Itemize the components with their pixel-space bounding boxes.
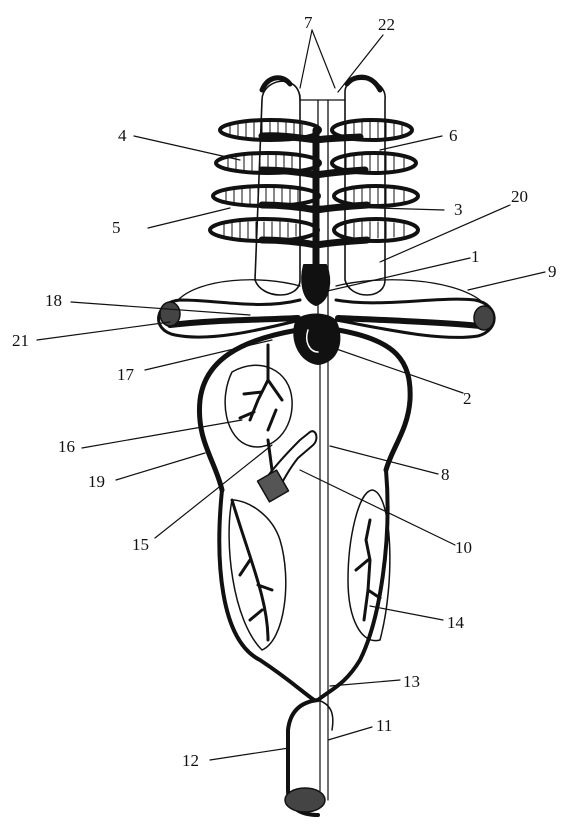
label-2: 2 xyxy=(463,389,472,408)
label-10: 10 xyxy=(455,538,472,557)
label-16: 16 xyxy=(58,437,75,456)
label-1: 1 xyxy=(471,247,480,266)
label-14: 14 xyxy=(447,613,465,632)
label-4: 4 xyxy=(118,126,127,145)
label-6: 6 xyxy=(449,126,458,145)
label-15: 15 xyxy=(132,535,149,554)
label-7: 7 xyxy=(304,13,313,32)
right-gill-tip xyxy=(347,77,380,90)
label-22: 22 xyxy=(378,15,395,34)
label-18: 18 xyxy=(45,291,62,310)
left-lateral-thin-loop xyxy=(178,280,300,300)
intestine-segment xyxy=(257,470,288,502)
label-8: 8 xyxy=(441,465,450,484)
label-19: 19 xyxy=(88,472,105,491)
number-labels: 7 22 4 6 3 20 5 1 9 18 21 17 2 16 8 19 1… xyxy=(12,13,557,770)
label-21: 21 xyxy=(12,331,29,350)
bulbus-arteriosus xyxy=(302,265,329,305)
label-3: 3 xyxy=(454,200,463,219)
tail-node xyxy=(285,788,325,812)
liver-vessels xyxy=(240,345,282,430)
right-gill-plate-4 xyxy=(334,219,418,241)
right-body-loop xyxy=(338,330,410,470)
gut-vessel xyxy=(268,440,272,470)
label-11: 11 xyxy=(376,716,392,735)
label-20: 20 xyxy=(511,187,528,206)
right-pectoral-node xyxy=(474,306,494,330)
right-lateral-thin-loop xyxy=(336,280,480,300)
label-9: 9 xyxy=(548,262,557,281)
label-5: 5 xyxy=(112,218,121,237)
left-posterior-vein xyxy=(219,490,314,700)
heart-ventricle xyxy=(294,315,339,365)
label-12: 12 xyxy=(182,751,199,770)
label-13: 13 xyxy=(403,672,420,691)
label-17: 17 xyxy=(117,365,135,384)
liver-outline xyxy=(225,365,292,447)
left-posterior-vessel xyxy=(232,500,272,640)
